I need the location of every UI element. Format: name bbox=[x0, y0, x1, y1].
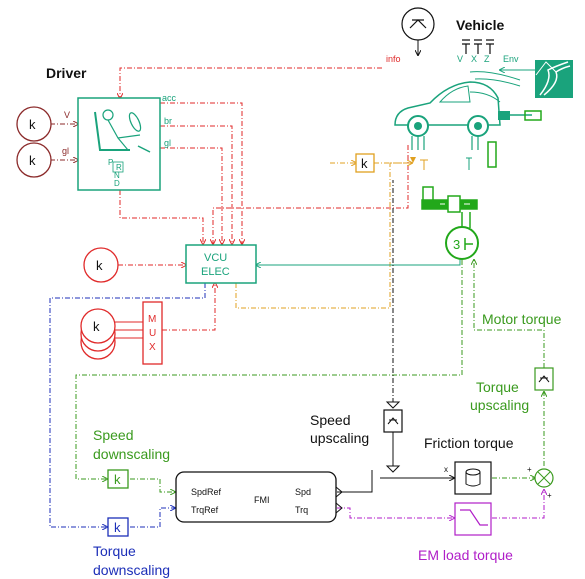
speed-upscaling-block[interactable] bbox=[383, 401, 403, 433]
gear-p: P bbox=[108, 158, 113, 167]
fmi-in-spdref: SpdRef bbox=[191, 487, 222, 497]
mux-x: X bbox=[149, 342, 156, 353]
speed-downscaling-line1: Speed bbox=[93, 427, 133, 443]
vehicle-port-z: Z bbox=[484, 54, 490, 64]
fmi-out-spd: Spd bbox=[295, 487, 311, 497]
env-label: Env bbox=[503, 54, 519, 64]
torque-k-label: k bbox=[114, 520, 121, 535]
vehicle-port-x: X bbox=[471, 54, 477, 64]
em-load-torque-label: EM load torque bbox=[418, 547, 513, 563]
wire-vehicle-vcu bbox=[213, 145, 409, 244]
speed-k-label: k bbox=[114, 472, 121, 487]
orange-gain-k[interactable]: k bbox=[355, 153, 375, 173]
wire-teal-vcu bbox=[256, 258, 461, 265]
fmi-block[interactable] bbox=[175, 471, 343, 523]
wire-green-speed bbox=[75, 260, 463, 479]
torque-upscaling-block[interactable] bbox=[534, 367, 554, 391]
mux-k-label: k bbox=[93, 319, 100, 334]
wire-green-out bbox=[130, 478, 175, 492]
friction-torque-block[interactable] bbox=[454, 461, 492, 495]
mux-u: U bbox=[149, 328, 156, 339]
driver-gl-source: k bbox=[16, 142, 52, 178]
fmi-in-trqref: TrqRef bbox=[191, 505, 219, 515]
driver-seat-icon bbox=[94, 111, 130, 151]
k-v-label: k bbox=[29, 117, 36, 132]
wire-gear bbox=[119, 190, 203, 244]
motor-torque-label: Motor torque bbox=[482, 311, 562, 327]
gearbox-icon[interactable] bbox=[421, 186, 478, 228]
fmi-title: FMI bbox=[254, 495, 270, 505]
wind-icon bbox=[469, 71, 521, 87]
driver-port-gl: gl bbox=[164, 138, 171, 148]
wire-motor-torque bbox=[474, 260, 545, 368]
wire-orange-out bbox=[235, 163, 412, 309]
wire-br bbox=[160, 125, 232, 244]
driver-v-source: k bbox=[16, 106, 52, 142]
wire-acc bbox=[160, 102, 242, 244]
torque-downscaling-block[interactable]: k bbox=[107, 517, 129, 537]
vcu-line1: VCU bbox=[204, 252, 227, 264]
wire-mux bbox=[162, 283, 215, 331]
speed-downscaling-line2: downscaling bbox=[93, 446, 170, 462]
k-gl-label: k bbox=[29, 153, 36, 168]
info-label: info bbox=[386, 54, 401, 64]
vcu-line2: ELEC bbox=[201, 266, 230, 278]
speed-downscaling-block[interactable]: k bbox=[107, 469, 129, 489]
torque-upscaling-line1: Torque bbox=[476, 379, 519, 395]
fmi-out-trq: Trq bbox=[295, 505, 308, 515]
wire-blue-out bbox=[130, 508, 175, 528]
wire-blue bbox=[49, 283, 206, 527]
orange-k-label: k bbox=[361, 156, 368, 171]
vehicle-sensors bbox=[462, 39, 494, 54]
svg-text:3: 3 bbox=[453, 237, 460, 252]
friction-x-label: x bbox=[444, 465, 448, 474]
driver-port-acc: acc bbox=[162, 93, 177, 103]
driver-block[interactable]: P R N D bbox=[77, 97, 161, 191]
vehicle-label: Vehicle bbox=[456, 17, 504, 33]
gear-n: N bbox=[114, 171, 120, 180]
sum-junction[interactable] bbox=[534, 468, 554, 488]
vehicle-port-v: V bbox=[457, 54, 463, 64]
wire-info bbox=[120, 67, 382, 98]
speed-upscaling-line2: upscaling bbox=[310, 430, 369, 446]
wire-gl bbox=[160, 147, 222, 244]
road-slope-icon bbox=[401, 7, 435, 55]
torque-downscaling-line1: Torque bbox=[93, 543, 136, 559]
torque-downscaling-line2: downscaling bbox=[93, 562, 170, 578]
driver-in-v: V bbox=[64, 110, 70, 120]
electric-motor-icon[interactable]: 3 bbox=[445, 226, 479, 260]
wire-trq-em bbox=[337, 507, 454, 518]
sum-plus-bottom: + bbox=[547, 491, 552, 500]
wire-speed-fmi bbox=[337, 470, 373, 493]
environment-icon bbox=[535, 60, 573, 98]
speed-upscaling-line1: Speed bbox=[310, 412, 350, 428]
sum-plus-left: + bbox=[527, 465, 532, 474]
red-k-label: k bbox=[96, 258, 103, 273]
red-k-source: k bbox=[83, 247, 119, 283]
driver-in-gl: gl bbox=[62, 146, 69, 156]
vehicle-tow-hitch bbox=[498, 110, 542, 121]
gear-r: R bbox=[116, 163, 122, 172]
driver-port-br: br bbox=[164, 116, 172, 126]
vehicle-wheel-ports bbox=[410, 136, 497, 170]
driver-label: Driver bbox=[46, 65, 87, 81]
vcu-block[interactable]: VCU ELEC bbox=[185, 244, 257, 284]
gear-d: D bbox=[114, 179, 120, 188]
vehicle-car-icon[interactable] bbox=[394, 81, 501, 137]
speed-junction bbox=[385, 465, 401, 473]
wire-em-sum bbox=[492, 490, 544, 519]
em-load-torque-block[interactable] bbox=[454, 502, 492, 536]
friction-torque-label: Friction torque bbox=[424, 435, 514, 451]
mux-sources: k bbox=[80, 308, 116, 360]
torque-upscaling-line2: upscaling bbox=[470, 397, 529, 413]
mux-m: M bbox=[148, 314, 156, 325]
mux-block[interactable]: M U X bbox=[142, 301, 163, 365]
